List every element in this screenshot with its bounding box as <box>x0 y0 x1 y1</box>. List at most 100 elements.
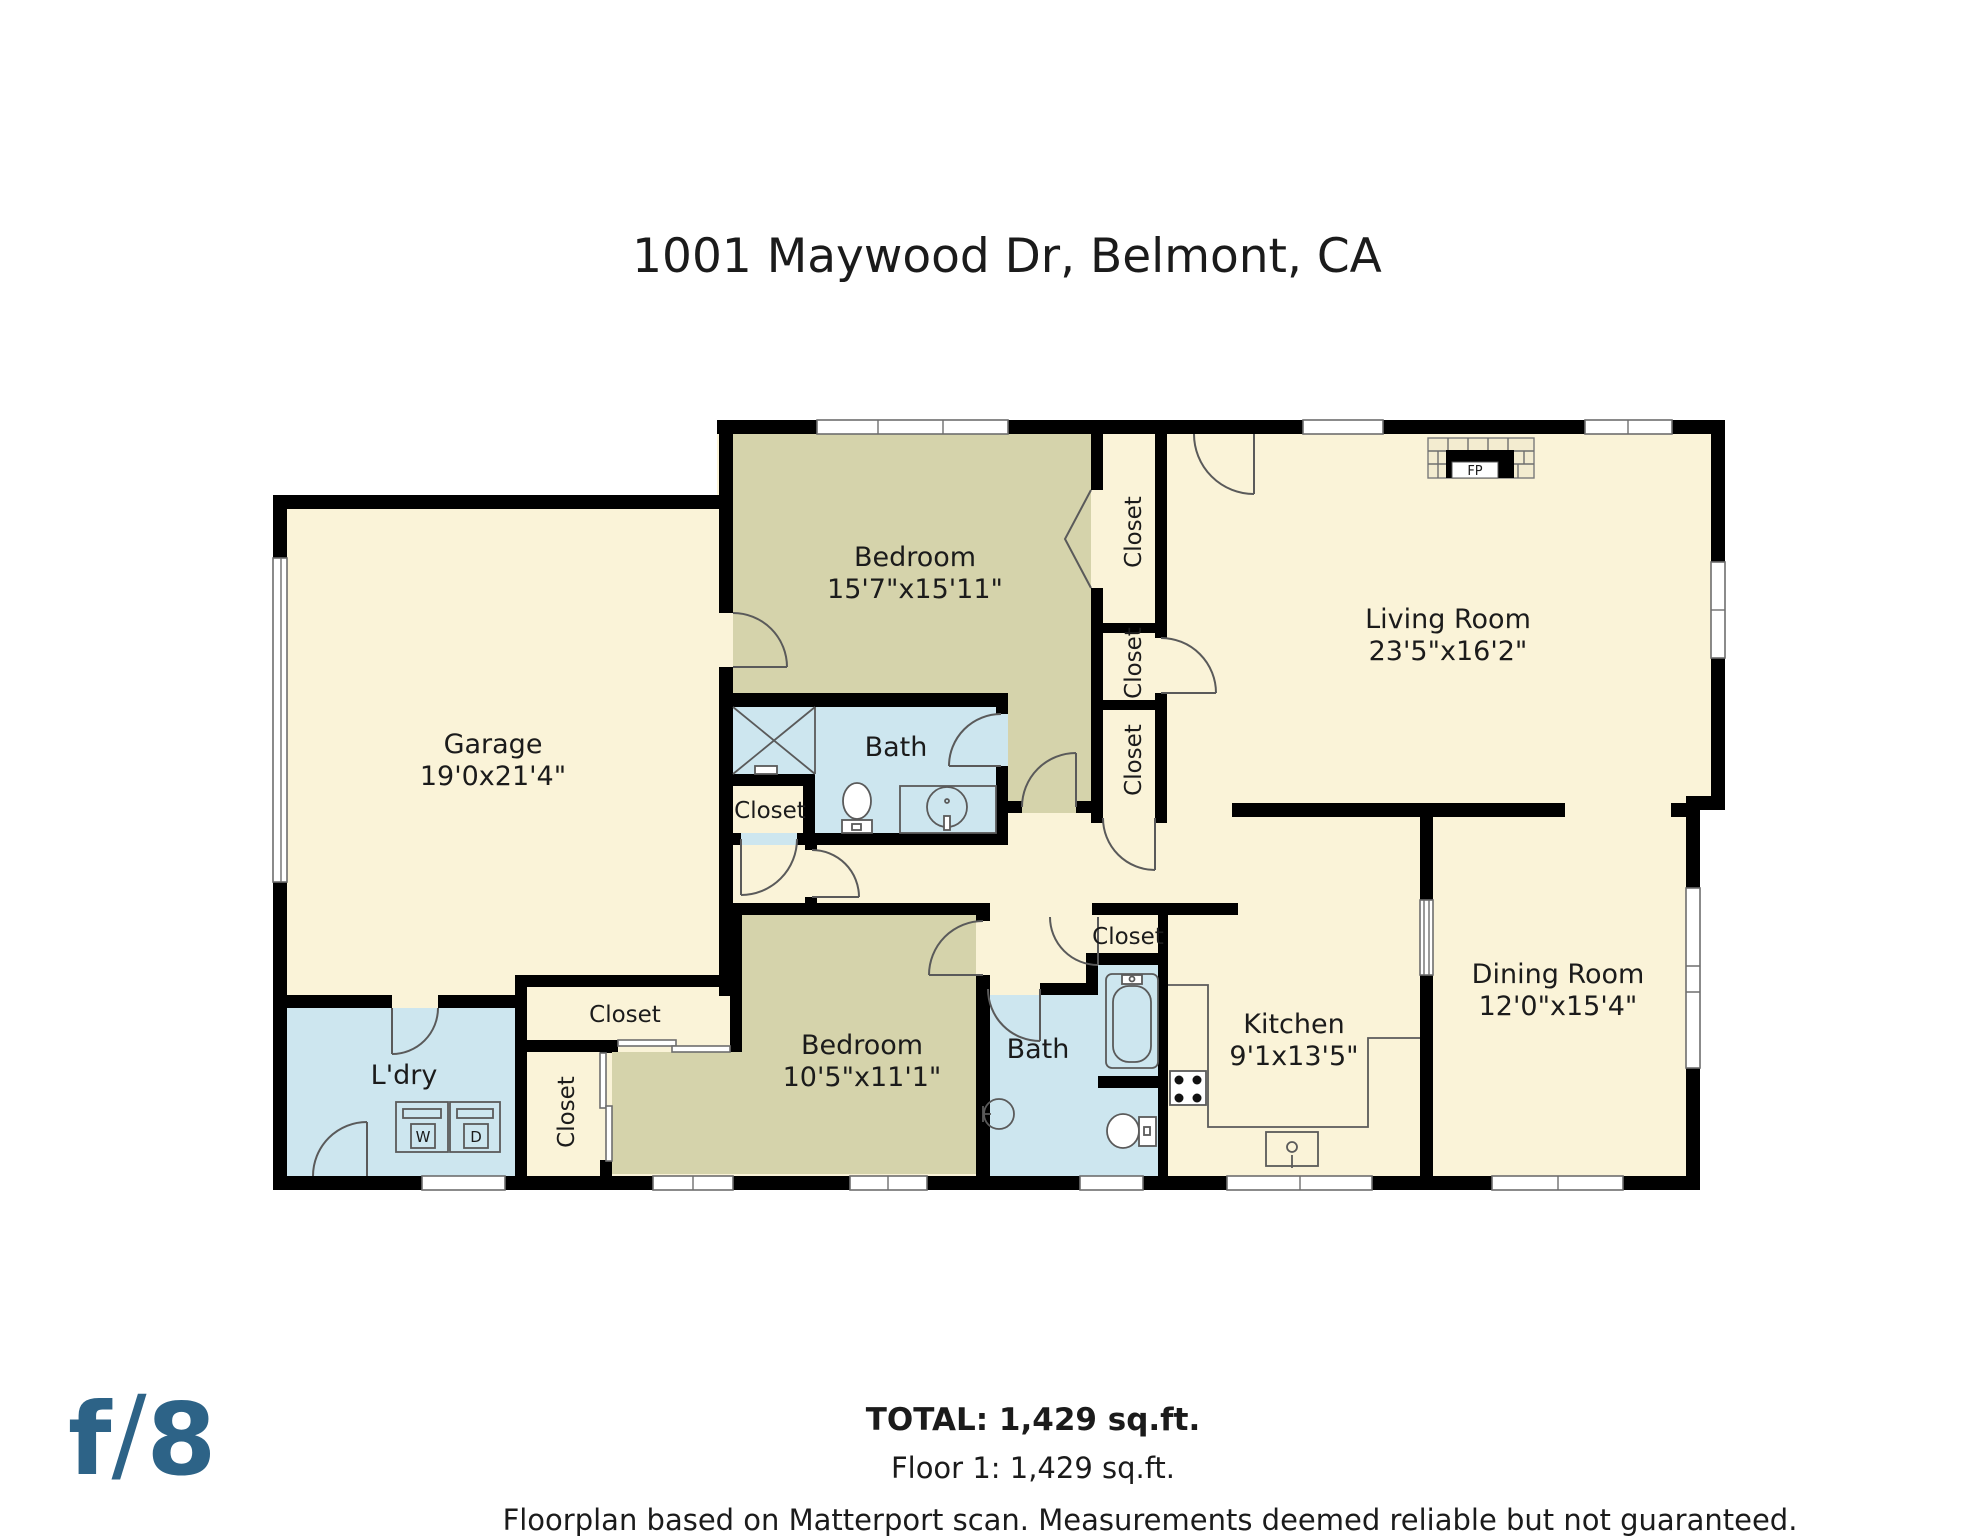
wall <box>976 975 990 1176</box>
wall <box>600 1040 612 1053</box>
sink-icon <box>982 1098 1015 1130</box>
wall <box>1671 803 1700 817</box>
room-labels: Garage 19'0x21'4" Bedroom 15'7"x15'11" L… <box>371 496 1645 1148</box>
door-arc <box>811 849 860 898</box>
wall <box>727 903 990 915</box>
wall <box>1158 903 1168 1176</box>
logo-eight: 8 <box>146 1381 217 1498</box>
wall <box>1155 813 1167 823</box>
closet-label: Closet <box>589 1002 661 1028</box>
kitchen-label: Kitchen <box>1243 1009 1344 1040</box>
window <box>1079 1175 1144 1191</box>
door-arc <box>312 1121 368 1177</box>
sink-icon <box>899 785 997 834</box>
wall <box>273 995 392 1008</box>
washer-label: W <box>416 1128 431 1146</box>
disclaimer: Floorplan based on Matterport scan. Meas… <box>503 1503 1798 1536</box>
toilet-icon <box>1106 1113 1157 1149</box>
laundry-label: L'dry <box>371 1060 438 1091</box>
bathtub-icon <box>1105 973 1159 1069</box>
wall <box>1091 623 1167 633</box>
closet-label: Closet <box>554 1076 580 1148</box>
laundry-area <box>287 1008 515 1176</box>
stove-icon <box>1169 1070 1207 1106</box>
bedroom-top-area <box>733 434 1091 813</box>
wall <box>719 434 733 613</box>
living-room-dims: 23'5"x16'2" <box>1369 636 1528 667</box>
sliding-door <box>617 1039 677 1047</box>
kitchen-counter <box>1168 984 1420 1128</box>
sliding-door <box>671 1045 731 1053</box>
wall <box>805 845 817 850</box>
wall <box>1008 801 1022 813</box>
sliding-door <box>599 1052 607 1109</box>
closet-label: Closet <box>1121 627 1147 699</box>
bath-top-closet-area <box>733 786 803 833</box>
window <box>1302 419 1384 435</box>
fireplace-label: FP <box>1467 464 1482 479</box>
bedroom-bottom-dims: 10'5"x11'1" <box>783 1062 942 1093</box>
door-arc <box>948 713 1002 767</box>
wall <box>797 833 1008 845</box>
fireplace: FP <box>1427 437 1535 479</box>
total-sqft: TOTAL: 1,429 sq.ft. <box>866 1402 1201 1438</box>
fixtures: W D <box>395 706 1420 1168</box>
dining-room-dims: 12'0"x15'4" <box>1479 991 1638 1022</box>
garage-door-opening <box>272 557 288 883</box>
wall <box>1098 1076 1158 1088</box>
wall <box>733 693 1008 707</box>
bedroom-bottom-area <box>612 915 976 1174</box>
wall <box>1420 975 1433 1176</box>
bath-top-label: Bath <box>865 732 928 763</box>
wall <box>733 774 815 786</box>
kitchen-dims: 9'1x13'5" <box>1229 1041 1358 1072</box>
wall <box>1155 434 1167 638</box>
sliding-door <box>605 1105 613 1162</box>
door-arc <box>1021 752 1077 808</box>
wall <box>1232 803 1432 817</box>
window <box>816 419 1009 435</box>
f8-logo: f/8 <box>68 1382 216 1490</box>
dryer-label: D <box>470 1128 482 1146</box>
wall <box>1432 803 1565 817</box>
door-arc <box>732 612 788 668</box>
bedroom-top-label: Bedroom <box>854 542 976 573</box>
closet-label: Closet <box>1121 724 1147 796</box>
logo-f: f <box>68 1381 112 1498</box>
wall <box>730 1040 742 1052</box>
window <box>421 1175 506 1191</box>
door-arc <box>391 1007 439 1055</box>
footer: TOTAL: 1,429 sq.ft. Floor 1: 1,429 sq.ft… <box>503 1402 1798 1536</box>
toilet-icon <box>841 782 873 834</box>
garage-label: Garage <box>444 729 543 760</box>
wall <box>515 975 527 1176</box>
door-arc <box>987 988 1041 1042</box>
window <box>1685 887 1701 1069</box>
living-room-label: Living Room <box>1365 604 1531 635</box>
wall <box>600 1160 612 1176</box>
door-arc <box>1160 637 1217 694</box>
garage-dims: 19'0x21'4" <box>420 761 566 792</box>
wall <box>719 833 741 845</box>
wall <box>438 995 527 1008</box>
door-arc <box>740 838 798 896</box>
wall <box>1420 817 1433 900</box>
dryer-icon: D <box>449 1101 501 1153</box>
floor-sqft: Floor 1: 1,429 sq.ft. <box>891 1451 1175 1485</box>
closet-label: Closet <box>1092 924 1164 950</box>
wall <box>805 897 817 903</box>
door-arc <box>928 920 984 976</box>
closet-label: Closet <box>734 798 806 824</box>
cased-opening <box>1419 899 1434 976</box>
door-arc <box>1049 916 1099 966</box>
kitchen-sink-icon <box>1265 1131 1319 1168</box>
door-arc <box>1102 817 1156 871</box>
wall <box>273 495 731 509</box>
bath-bottom-label: Bath <box>1007 1034 1070 1065</box>
bedroom-top-dims: 15'7"x15'11" <box>827 574 1003 605</box>
windows <box>272 419 1726 1191</box>
wall <box>1040 983 1092 995</box>
dining-room-label: Dining Room <box>1472 959 1645 990</box>
